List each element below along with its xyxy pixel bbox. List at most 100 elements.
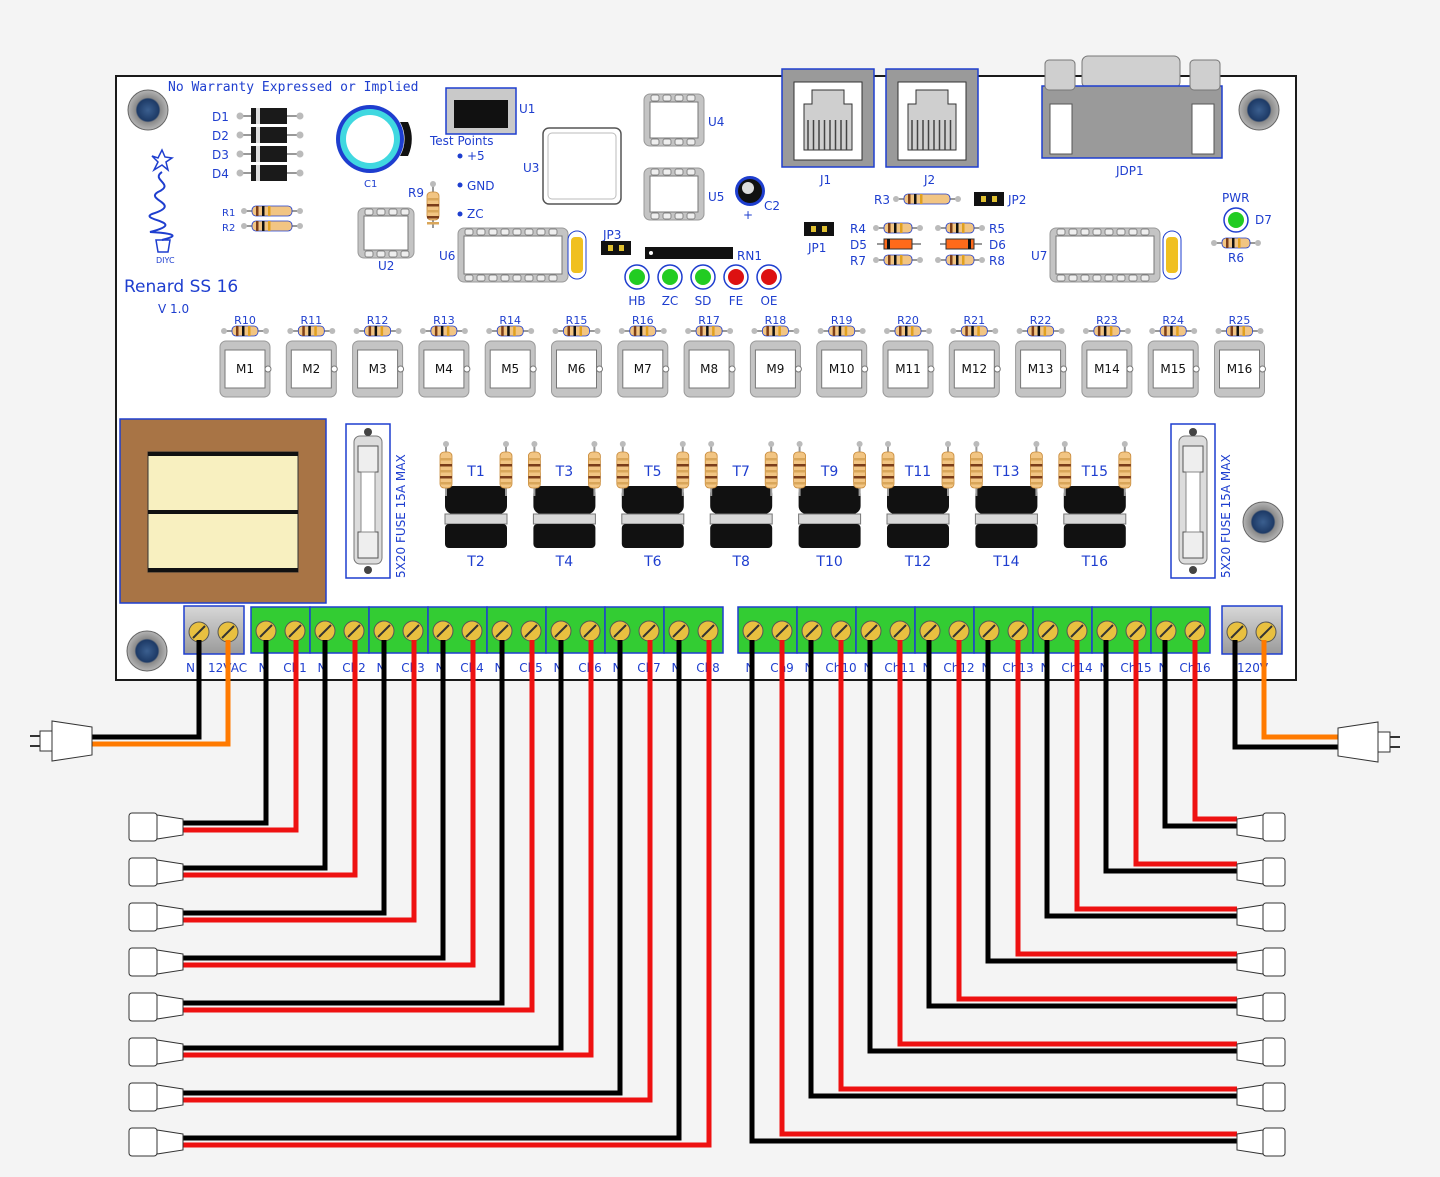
ic-u4: [643, 93, 705, 147]
resistor-band: [942, 482, 954, 485]
resistor-band: [778, 326, 781, 336]
terminal-n-label: N: [613, 661, 622, 675]
triac-tab: [1063, 513, 1127, 525]
resistor-band: [573, 326, 576, 336]
socket-body: [1262, 902, 1286, 932]
triac-label: T13: [992, 464, 1019, 480]
resistor-pad: [859, 328, 866, 334]
d7-label: D7: [1255, 213, 1272, 227]
opto-label: M11: [895, 362, 921, 376]
resistor-pad: [660, 328, 667, 334]
diode-d6: [940, 238, 982, 250]
resistor-band: [380, 326, 384, 336]
triac-label: T7: [731, 464, 749, 480]
resistor-band: [500, 470, 512, 473]
lamp-socket-left-icon: [128, 1037, 184, 1067]
capacitor-c1-top: [346, 115, 394, 163]
chip-body: [649, 101, 699, 139]
screw-slot: [192, 625, 206, 639]
resistor-band: [1030, 476, 1043, 479]
resistor-band: [1030, 464, 1043, 467]
resistor-pad: [443, 441, 449, 447]
triac-group: [444, 486, 508, 548]
jumper-pin: [981, 196, 986, 202]
resistor-pad: [1121, 441, 1128, 447]
wiring: [92, 640, 1338, 1148]
lamp-socket-right-icon: [1236, 947, 1286, 977]
triac-resistor: [1118, 441, 1132, 496]
resistor-band: [882, 470, 894, 473]
resistor-pad: [885, 441, 891, 447]
lamp-socket-left-icon: [128, 1127, 184, 1157]
optocoupler-m13: [1015, 340, 1068, 398]
resistor-band: [705, 458, 718, 461]
resistor-band: [1030, 482, 1043, 485]
chip-pin: [524, 228, 534, 236]
resistor-pad: [591, 441, 598, 447]
triac-heatsink-top: [710, 486, 773, 514]
capacitor-c1-stripe: [400, 122, 412, 156]
resistor-label: R24: [1162, 314, 1184, 327]
resistor-pad: [221, 328, 227, 334]
resistor-band: [1058, 464, 1071, 467]
resistor-r1: [241, 205, 303, 217]
lamp-socket-left-icon: [128, 992, 184, 1022]
resistor-band: [970, 470, 983, 473]
resistor-band: [1118, 458, 1131, 461]
resistor-band: [256, 206, 259, 216]
opto-label: M16: [1227, 362, 1253, 376]
resistor-band: [427, 198, 439, 201]
resistor-pad: [486, 328, 493, 334]
socket-body: [128, 947, 158, 977]
wire-neutral: [183, 640, 564, 1051]
rn1-label: RN1: [737, 249, 762, 263]
resistor-band: [368, 326, 372, 336]
resistor-band: [793, 476, 806, 479]
lamp-socket-left-icon: [128, 812, 184, 842]
chip-body: [363, 215, 409, 251]
lamp-socket-right-icon: [1236, 1037, 1286, 1067]
resistor-pad: [619, 441, 626, 447]
resistor-r19: [817, 325, 866, 337]
resistor-band: [712, 326, 715, 336]
resistor-band: [1238, 238, 1241, 248]
transformer-lamination: [148, 452, 298, 456]
logo-text: DIYC: [156, 256, 175, 265]
optocoupler-m11: [882, 340, 935, 398]
chip-pin: [1104, 228, 1114, 236]
screw-slot: [524, 624, 538, 638]
diode-band: [256, 165, 260, 181]
part-label: R8: [989, 254, 1005, 268]
wire-hot: [183, 640, 594, 1058]
part-label: R4: [850, 222, 866, 236]
resistor-pad: [926, 328, 932, 334]
resistor-band: [1097, 326, 1101, 336]
opto-body: [953, 349, 995, 389]
resistor-pad: [297, 208, 303, 214]
resistor-band: [374, 326, 378, 336]
socket-body: [128, 1082, 158, 1112]
triac-tab: [621, 513, 685, 525]
socket-neck: [1236, 949, 1264, 975]
triac-label: T6: [643, 554, 662, 570]
resistor-network-rn1: [645, 247, 733, 259]
resistor-band: [427, 204, 439, 207]
triac-tab: [886, 513, 950, 525]
triac-resistor: [764, 441, 778, 496]
fuse-screw: [1189, 566, 1197, 574]
resistor-band: [894, 223, 897, 233]
lamp-socket-left-icon: [128, 1082, 184, 1112]
resistor-body: [496, 325, 524, 337]
diode-label: D2: [212, 129, 229, 143]
diode-d4: [236, 165, 304, 181]
triac-group: [621, 486, 685, 548]
resistor-band: [956, 255, 959, 265]
socket-body: [1262, 1037, 1286, 1067]
chip-pin: [650, 138, 660, 146]
terminal-n-label: N: [318, 661, 327, 675]
triac-resistor: [941, 441, 955, 496]
resistor-band: [900, 223, 903, 233]
screw-slot: [672, 624, 686, 638]
opto-label: M2: [302, 362, 320, 376]
chip-pin: [674, 168, 684, 176]
